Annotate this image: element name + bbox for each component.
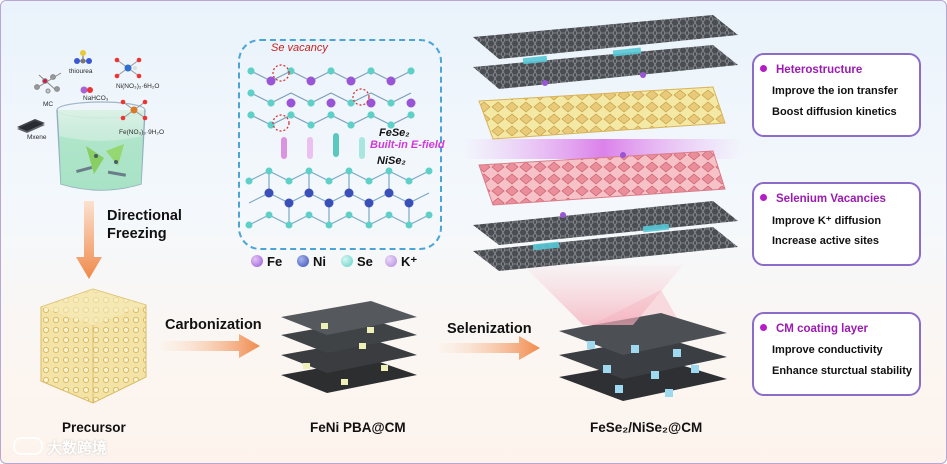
ni-atom-icon	[297, 255, 309, 267]
thiourea-molecule	[73, 49, 93, 67]
legend-se: Se	[341, 254, 373, 269]
legend-fe-label: Fe	[267, 254, 282, 269]
legend-ni: Ni	[297, 254, 326, 269]
watermark-text: 大数跨境	[47, 440, 107, 457]
fenipba-label: FeNi PBA@CM	[310, 420, 406, 435]
mxene-label: Mxene	[27, 134, 47, 141]
panel-selenium-vacancies: Selenium Vacancies Improve K⁺ diffusion …	[752, 182, 921, 266]
legend-fe: Fe	[251, 254, 282, 269]
panel-heterostructure-line-1: Improve the ion transfer	[772, 85, 898, 97]
mc-label: MC	[43, 101, 53, 108]
carbonization-label: Carbonization	[165, 317, 262, 333]
down-arrow	[75, 201, 103, 281]
panel-selenium-vacancies-line-1: Improve K⁺ diffusion	[772, 214, 881, 227]
ni-nitrate-molecule	[113, 55, 143, 81]
built-in-field-label: Built-in E-field	[370, 139, 445, 151]
ni-nitrate-label: Ni(NO₃)₂·6H₂O	[116, 83, 159, 90]
legend-k: K⁺	[385, 254, 417, 270]
watermark-logo-icon	[13, 437, 43, 455]
fese2-label: FeSe₂	[379, 127, 410, 139]
panel-heterostructure: Heterostructure Improve the ion transfer…	[752, 53, 921, 137]
bullet-icon	[760, 65, 767, 72]
panel-cm-coating-title: CM coating layer	[760, 323, 868, 335]
precursor-label: Precursor	[62, 420, 126, 435]
panel-cm-coating-line-2: Enhance sturctual stability	[772, 365, 912, 377]
legend-se-label: Se	[357, 254, 373, 269]
fe-nitrate-label: Fe(NO₃)₃·9H₂O	[119, 129, 164, 136]
fe-atom-icon	[251, 255, 263, 267]
mc-molecule	[31, 67, 65, 97]
legend-k-label: K⁺	[401, 254, 417, 269]
panel-selenium-vacancies-title: Selenium Vacancies	[760, 193, 886, 205]
nise2-label: NiSe₂	[377, 155, 406, 167]
thiourea-label: thiourea	[69, 68, 93, 75]
panel-selenium-vacancies-line-2: Increase active sites	[772, 235, 879, 247]
nahco3-molecule	[79, 83, 95, 95]
panel-heterostructure-title: Heterostructure	[760, 64, 862, 76]
se-vacancy-label: Se vacancy	[271, 42, 328, 54]
mxene-sheet	[15, 117, 47, 133]
product-label: FeSe₂/NiSe₂@CM	[590, 420, 702, 435]
watermark: 大数跨境	[13, 437, 107, 458]
bullet-icon	[760, 194, 767, 201]
panel-cm-coating: CM coating layer Improve conductivity En…	[752, 312, 921, 396]
fe-nitrate-molecule	[119, 97, 149, 123]
precursor-cube	[31, 285, 156, 410]
directional-freezing-label: Directional Freezing	[107, 207, 182, 243]
k-ion-icon	[385, 255, 397, 267]
right-arrow-1	[161, 333, 261, 359]
panel-cm-coating-line-1: Improve conductivity	[772, 344, 883, 356]
bullet-icon	[760, 324, 767, 331]
fenipba-stack	[271, 297, 421, 407]
se-atom-icon	[341, 255, 353, 267]
right-arrow-2	[439, 335, 541, 361]
nahco3-label: NaHCO₃	[83, 95, 108, 102]
heterostructure-illustration	[463, 5, 743, 335]
legend-ni-label: Ni	[313, 254, 326, 269]
panel-heterostructure-line-2: Boost diffusion kinetics	[772, 106, 897, 118]
